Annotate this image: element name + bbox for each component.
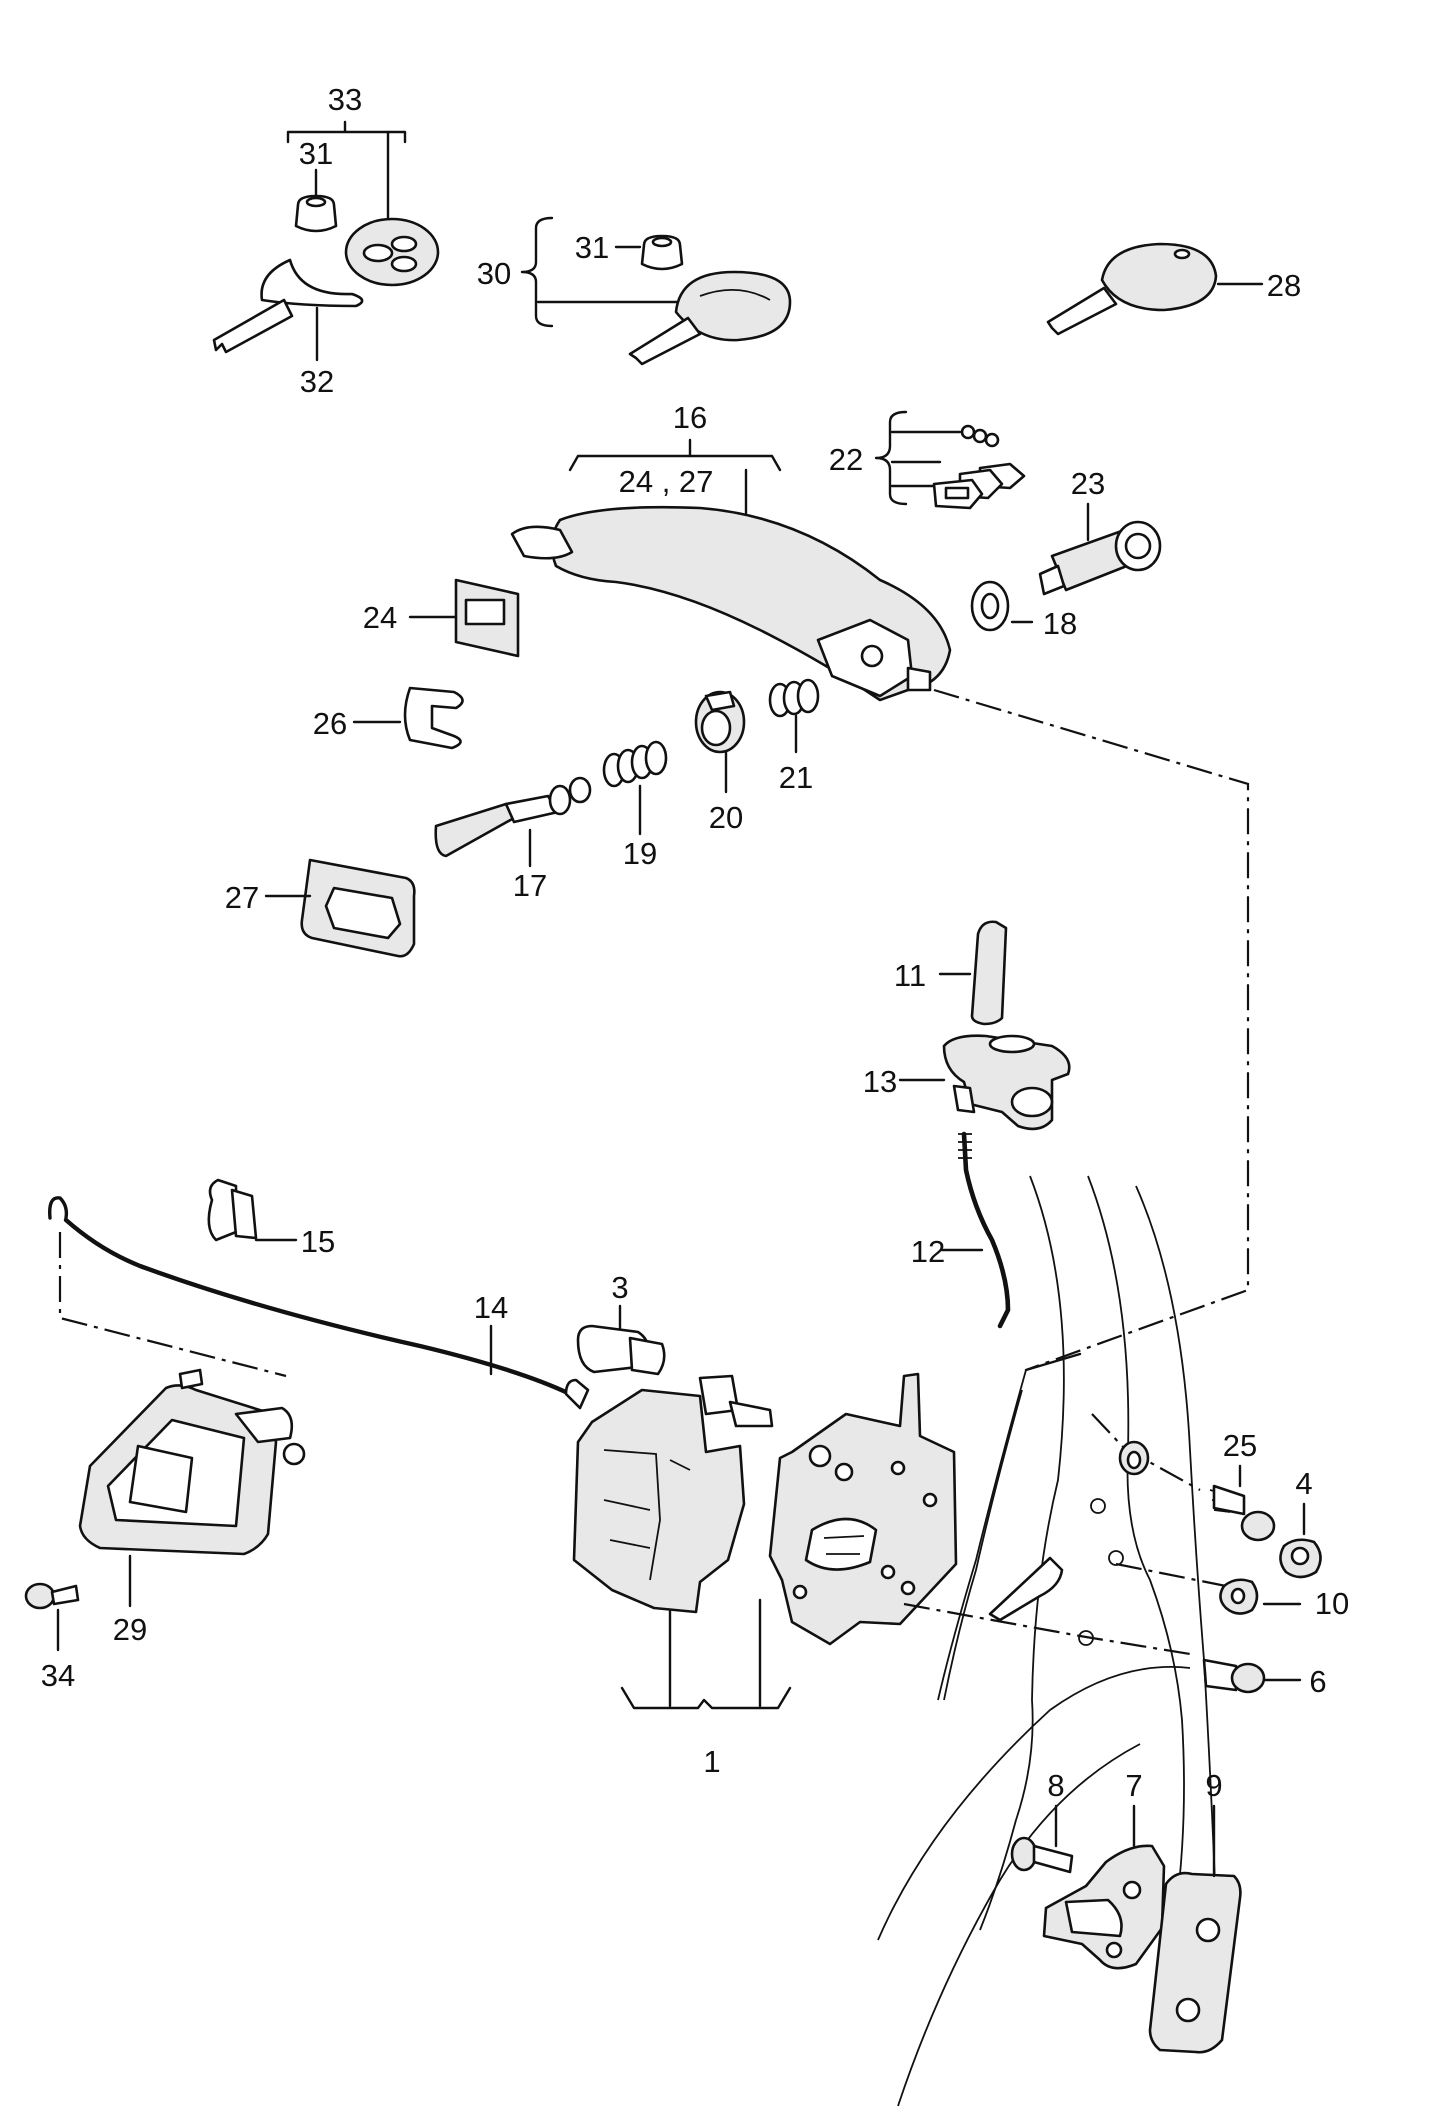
spring-21 [768,678,820,754]
door-outline [877,1175,1217,2107]
knob-11 [938,920,1008,1026]
callout-26: 26 [313,706,347,741]
rod-12 [940,1131,1011,1329]
clip-26 [352,686,464,750]
lock-parts-22 [874,410,1026,510]
striker-7 [1042,1804,1166,1970]
callout-32: 32 [300,364,334,399]
key-set-30 [520,216,792,366]
callout-24: 24 [363,600,397,635]
grommet-25 [1118,1440,1150,1476]
cover-29 [78,1368,306,1608]
seal-24 [408,578,520,658]
callout-25: 25 [1223,1428,1257,1463]
nut-10 [1219,1578,1302,1615]
screw-6 [1202,1658,1302,1694]
washer-18 [970,580,1034,632]
key-head-30 [674,270,792,342]
callout-19: 19 [623,836,657,871]
callout-4: 4 [1295,1466,1312,1501]
spring-19 [602,740,668,836]
plate-9 [1148,1804,1242,2054]
callout-11: 11 [894,958,926,993]
key-28 [1046,242,1264,336]
callout-31: 31 [299,136,333,171]
connector-3 [576,1304,666,1376]
key-set-33 [212,120,440,362]
callout-22: 22 [829,442,863,477]
callout-23: 23 [1071,466,1105,501]
collar-20 [694,690,746,794]
key-head-28 [1100,242,1218,312]
callout-13: 13 [863,1064,897,1099]
callout-31b: 31 [575,230,609,265]
callout-6: 6 [1309,1664,1326,1699]
callout-34: 34 [41,1658,75,1693]
callout-10: 10 [1315,1586,1349,1621]
callout-labels: 33 31 32 30 31 28 16 24 , 27 22 23 18 24… [41,82,1349,1803]
callout-28: 28 [1267,268,1301,303]
key-cap-31b [640,234,684,271]
callout-29: 29 [113,1612,147,1647]
callout-9: 9 [1205,1768,1222,1803]
callout-1: 1 [703,1744,720,1779]
key-cap-31 [294,194,338,233]
callout-20: 20 [709,800,743,835]
housing-13 [898,1034,1071,1131]
callout-17: 17 [513,868,547,903]
callout-21: 21 [779,760,813,795]
callout-7: 7 [1125,1768,1142,1803]
screw-34 [24,1582,80,1652]
cable-14 [48,1196,590,1410]
bolt-8 [1010,1804,1074,1874]
lever-17 [434,776,592,868]
dash-line-14-29 [58,1232,287,1378]
lock-cylinder-23 [1038,502,1162,596]
callout-15: 15 [301,1224,335,1259]
callout-16-includes: 24 , 27 [619,464,714,499]
seal-27 [264,858,416,958]
callout-18: 18 [1043,606,1077,641]
door-lock-1 [572,1372,958,1710]
callout-3: 3 [611,1270,628,1305]
key-blade-32 [260,258,364,308]
callout-16: 16 [673,400,707,435]
screw-25 [1209,1464,1276,1542]
clip-15 [207,1178,298,1242]
callout-12: 12 [911,1234,945,1269]
callout-27: 27 [225,880,259,915]
nut-4 [1279,1502,1322,1579]
callout-8: 8 [1047,1768,1064,1803]
callout-33: 33 [328,82,362,117]
door-handle-16 [510,438,952,702]
callout-30: 30 [477,256,511,291]
callout-14: 14 [474,1290,508,1325]
